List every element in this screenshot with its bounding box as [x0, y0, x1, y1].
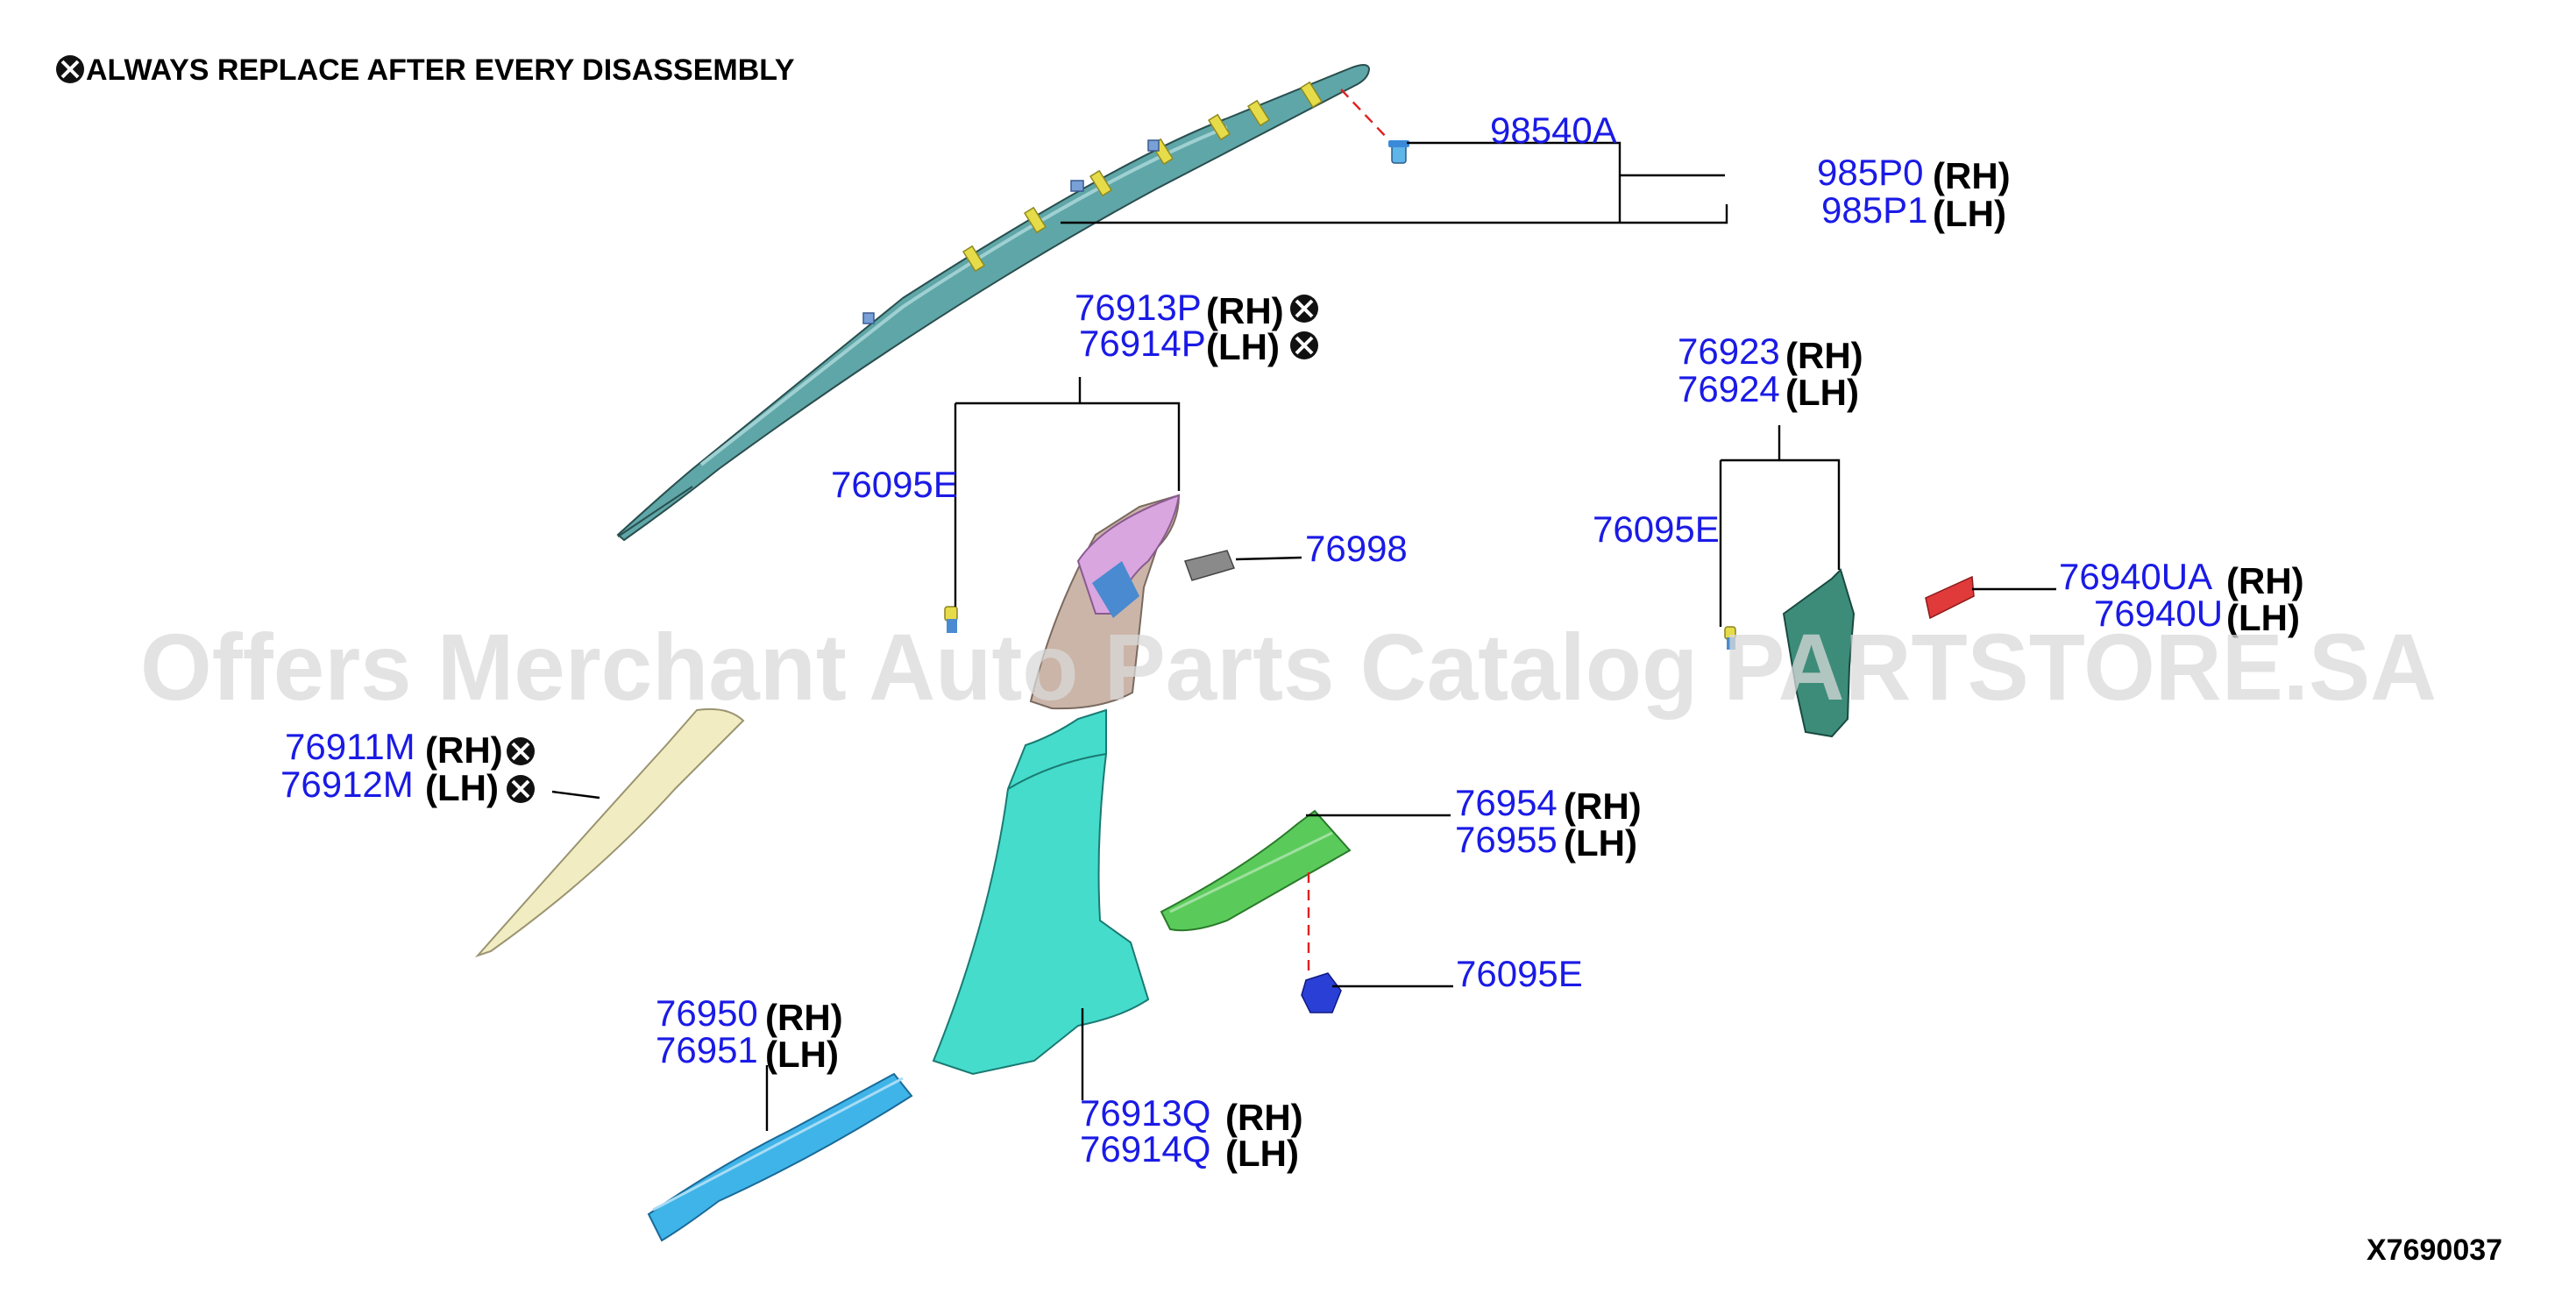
c-pillar-screw-part	[1724, 626, 1736, 650]
part-number-label[interactable]: 76913Q	[1080, 1092, 1210, 1134]
b-pillar-lower-trim-part	[932, 708, 1150, 1076]
c-pillar-trim-part	[1782, 568, 1856, 738]
replace-symbol-icon	[507, 775, 535, 803]
callout-76914P[interactable]: 76914P (LH)	[1079, 323, 1318, 367]
callout-76095E-scuff[interactable]: 76095E	[1456, 953, 1583, 994]
part-number-label[interactable]: 76955	[1455, 819, 1558, 860]
scuff-clip-part	[1301, 972, 1342, 1013]
side-label: (RH)	[765, 997, 843, 1038]
side-label: (RH)	[1933, 155, 2011, 196]
rear-door-scuff-part	[1160, 809, 1352, 932]
side-label: (LH)	[2226, 597, 2300, 638]
side-label: (LH)	[425, 767, 499, 808]
replace-symbol-icon	[1290, 295, 1318, 323]
callout-76955[interactable]: 76955 (LH)	[1455, 819, 1637, 864]
leader-lines	[551, 141, 2056, 1131]
b-pillar-upper-trim-part	[1029, 494, 1181, 710]
side-label: (LH)	[1564, 822, 1637, 864]
b-pillar-clip-part	[1184, 550, 1236, 581]
part-number-label[interactable]: 76911M	[285, 726, 415, 767]
side-label: (LH)	[1785, 372, 1859, 413]
side-label: (RH)	[1206, 290, 1284, 331]
part-number-label[interactable]: 76095E	[831, 464, 958, 505]
side-label: (LH)	[1933, 193, 2006, 234]
bolt-dashed-guide	[1340, 89, 1390, 141]
callout-76998[interactable]: 76998	[1305, 528, 1408, 569]
reflector-part	[1925, 575, 1975, 620]
callout-76924[interactable]: 76924 (LH)	[1678, 368, 1859, 413]
airbag-bolt-part	[1388, 140, 1409, 164]
diagram-code: X7690037	[2367, 1233, 2502, 1267]
part-number-label[interactable]: 76095E	[1593, 508, 1720, 550]
side-label: (LH)	[1225, 1133, 1299, 1174]
side-label: (RH)	[1225, 1097, 1303, 1138]
callout-76911M[interactable]: 76911M (RH)	[285, 726, 535, 771]
part-number-label[interactable]: 76940U	[2094, 593, 2223, 634]
part-number-label[interactable]: 76950	[656, 992, 758, 1034]
part-number-label[interactable]: 76940UA	[2059, 556, 2212, 597]
side-label: (RH)	[1785, 335, 1863, 376]
callout-76912M[interactable]: 76912M (LH)	[280, 764, 535, 808]
callout-985P1[interactable]: 985P1 (LH)	[1821, 189, 2006, 234]
replace-symbol-icon	[1290, 331, 1318, 359]
part-number-label[interactable]: 76998	[1305, 528, 1408, 569]
side-label: (RH)	[2226, 560, 2304, 601]
curtain-airbag-part	[616, 64, 1371, 542]
side-label: (LH)	[765, 1034, 839, 1075]
part-number-label[interactable]: 76912M	[280, 764, 414, 805]
part-number-label[interactable]: 76913P	[1075, 287, 1202, 328]
callout-76095E-c-pillar[interactable]: 76095E	[1593, 508, 1720, 550]
callout-985P0[interactable]: 985P0 (RH)	[1817, 152, 2011, 196]
side-label: (LH)	[1206, 326, 1280, 367]
part-number-label[interactable]: 76923	[1678, 331, 1780, 372]
side-label: (RH)	[425, 729, 503, 771]
callout-76950[interactable]: 76950 (RH)	[656, 992, 843, 1038]
side-label: (RH)	[1564, 786, 1642, 827]
replace-note-text: ALWAYS REPLACE AFTER EVERY DISASSEMBLY	[86, 53, 795, 87]
watermark-text: Offers Merchant Auto Parts Catalog PARTS…	[140, 614, 2437, 720]
callout-76954[interactable]: 76954 (RH)	[1455, 782, 1642, 827]
front-door-scuff-part	[647, 1072, 913, 1242]
part-number-label[interactable]: 76914P	[1079, 323, 1206, 364]
callout-76940UA[interactable]: 76940UA (RH)	[2059, 556, 2304, 601]
part-number-label[interactable]: 76951	[656, 1029, 758, 1070]
part-number-label[interactable]: 76914Q	[1080, 1128, 1210, 1169]
callout-76923[interactable]: 76923 (RH)	[1678, 331, 1863, 376]
part-number-label[interactable]: 76954	[1455, 782, 1558, 823]
callout-76913P[interactable]: 76913P (RH)	[1075, 287, 1318, 331]
replace-symbol-icon	[507, 737, 535, 765]
callout-98540A[interactable]: 98540A	[1490, 110, 1617, 151]
part-number-label[interactable]: 76924	[1678, 368, 1780, 409]
callout-76951[interactable]: 76951 (LH)	[656, 1029, 839, 1075]
callout-76913Q[interactable]: 76913Q (RH)	[1080, 1092, 1303, 1138]
replace-note: ALWAYS REPLACE AFTER EVERY DISASSEMBLY	[56, 53, 795, 87]
callout-76940U[interactable]: 76940U (LH)	[2094, 593, 2300, 638]
callout-76095E-b-pillar[interactable]: 76095E	[831, 464, 958, 505]
a-pillar-trim-part	[474, 707, 745, 958]
replace-symbol-icon	[56, 55, 84, 83]
b-pillar-screw-part	[944, 606, 958, 633]
part-number-label[interactable]: 985P0	[1817, 152, 1923, 193]
callout-76914Q[interactable]: 76914Q (LH)	[1080, 1128, 1299, 1174]
part-number-label[interactable]: 76095E	[1456, 953, 1583, 994]
part-number-label[interactable]: 98540A	[1490, 110, 1617, 151]
part-number-label[interactable]: 985P1	[1821, 189, 1927, 231]
